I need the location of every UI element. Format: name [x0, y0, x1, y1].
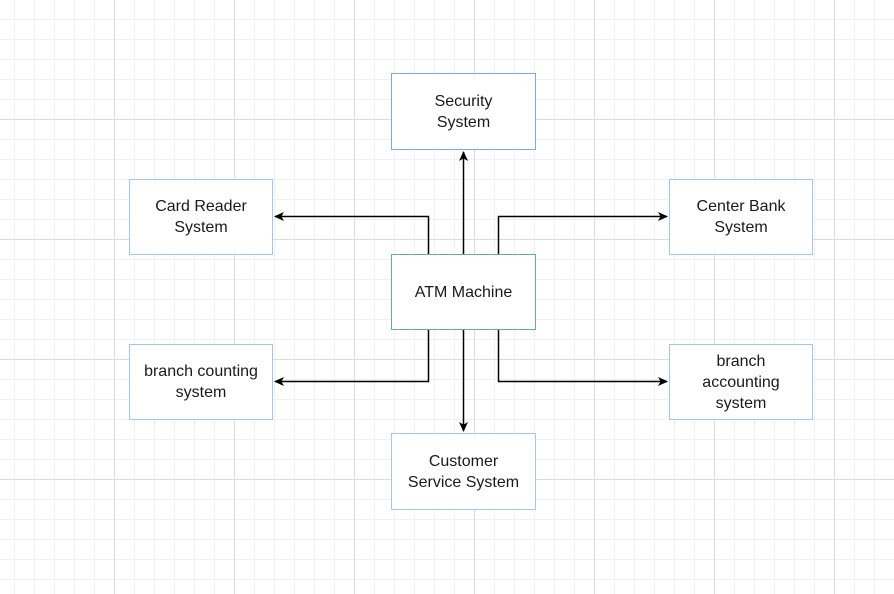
node-security-system-label: Security System — [434, 92, 493, 131]
edge-atm-to-branch-accounting — [497, 329, 668, 386]
node-card-reader-system-label: Card Reader System — [155, 198, 247, 236]
edge-atm-to-card-reader — [274, 212, 430, 254]
node-security-system[interactable]: Security System — [391, 73, 536, 150]
node-customer-service-system-label: Customer Service System — [407, 452, 520, 491]
node-branch-accounting-system[interactable]: branch accounting system — [669, 344, 813, 420]
node-atm-machine[interactable]: ATM Machine — [391, 254, 536, 330]
edge-atm-to-branch-counting — [274, 329, 430, 386]
node-branch-accounting-system-label: branch accounting system — [702, 352, 780, 412]
node-atm-machine-label: ATM Machine — [414, 283, 513, 301]
node-card-reader-system[interactable]: Card Reader System — [129, 179, 273, 255]
node-customer-service-system[interactable]: Customer Service System — [391, 433, 536, 510]
node-center-bank-system[interactable]: Center Bank System — [669, 179, 813, 255]
node-center-bank-system-label: Center Bank System — [696, 198, 786, 236]
node-branch-counting-system-label: branch counting system — [144, 363, 258, 401]
edge-atm-to-center-bank — [497, 212, 668, 254]
node-branch-counting-system[interactable]: branch counting system — [129, 344, 273, 420]
